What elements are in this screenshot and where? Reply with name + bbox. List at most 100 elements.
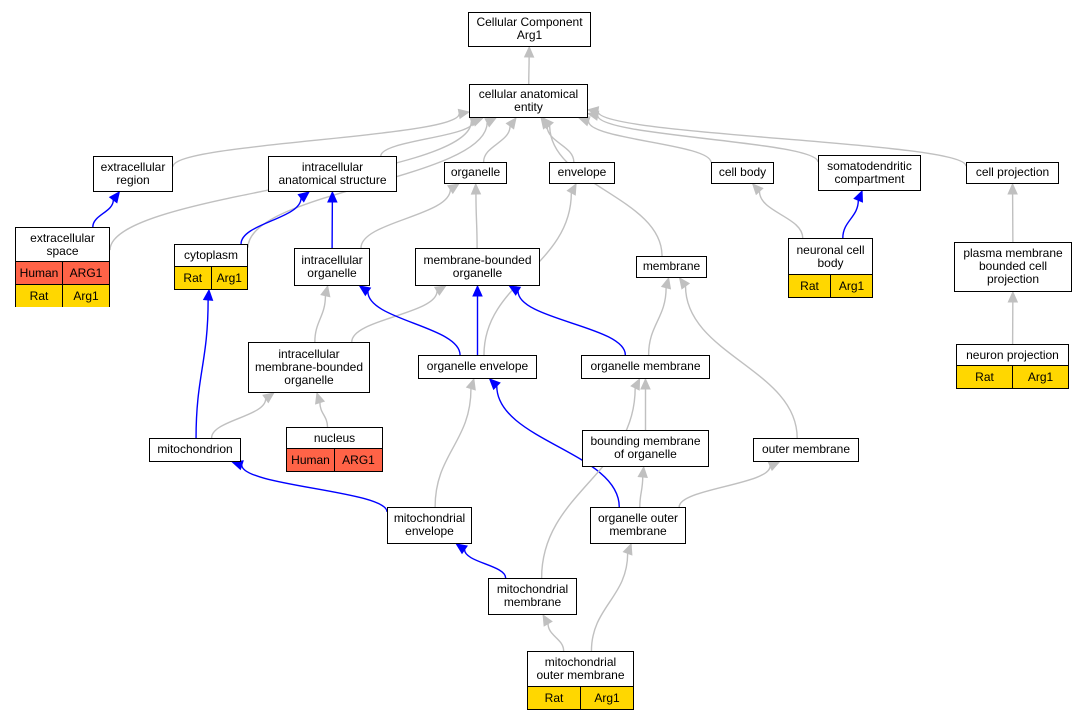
node-label: cytoplasm bbox=[183, 248, 239, 262]
species-cell: Human bbox=[291, 452, 330, 467]
node-label: extracellular space bbox=[30, 230, 95, 258]
node-plasma-membrane-bounded-cell-projection[interactable]: plasma membrane bounded cell projection bbox=[954, 242, 1072, 292]
edge-organelle-outer-membrane-to-bounding-membrane-of-organelle bbox=[639, 476, 644, 508]
node-label: intracellular anatomical structure bbox=[278, 159, 387, 187]
species-cell: Rat bbox=[183, 270, 203, 285]
edge-outer-membrane-to-membrane bbox=[684, 286, 798, 439]
node-organelle-envelope[interactable]: organelle envelope bbox=[418, 355, 537, 379]
arrowhead bbox=[640, 377, 651, 390]
edge-membrane-bounded-organelle-to-organelle bbox=[475, 193, 478, 249]
node-cae[interactable]: cellular anatomical entity bbox=[469, 84, 588, 118]
arrowhead bbox=[1007, 182, 1018, 195]
node-cell-body[interactable]: cell body bbox=[711, 162, 774, 184]
edge-organelle-outer-membrane-to-outer-membrane bbox=[678, 465, 771, 508]
node-label: Cellular Component Arg1 bbox=[476, 15, 583, 42]
arrowhead bbox=[678, 277, 691, 290]
edge-cell-projection-to-cae bbox=[597, 110, 967, 167]
edge-mitochondrial-membrane-to-organelle-membrane bbox=[540, 387, 636, 579]
species-cell: Rat bbox=[544, 690, 564, 705]
node-envelope[interactable]: envelope bbox=[549, 162, 615, 184]
node-organelle-outer-membrane[interactable]: organelle outer membrane bbox=[590, 507, 686, 544]
node-organelle[interactable]: organelle bbox=[444, 162, 507, 184]
node-mitochondrion[interactable]: mitochondrion bbox=[149, 438, 241, 462]
edge-mitochondrial-membrane-to-mitochondrial-envelope bbox=[463, 549, 507, 579]
arrowhead bbox=[231, 460, 244, 471]
node-root[interactable]: Cellular Component Arg1 bbox=[468, 12, 591, 47]
edge-mitochondrion-to-intracellular-membrane-bounded-organelle bbox=[210, 398, 267, 439]
node-somatodendritic-compartment[interactable]: somatodendritic compartment bbox=[818, 155, 921, 191]
node-outer-membrane[interactable]: outer membrane bbox=[753, 438, 859, 462]
edge-mitochondrial-outer-membrane-to-mitochondrial-membrane bbox=[547, 623, 565, 652]
edge-somatodendritic-compartment-to-cae bbox=[597, 115, 819, 163]
node-label: bounding membrane of organelle bbox=[590, 434, 701, 461]
arrowhead bbox=[542, 117, 554, 130]
edge-intracellular-organelle-to-organelle bbox=[360, 189, 452, 249]
arrowhead bbox=[472, 284, 483, 297]
node-mitochondrial-membrane[interactable]: mitochondrial membrane bbox=[488, 578, 577, 615]
gene-cell: ARG1 bbox=[62, 262, 109, 284]
node-intracellular-membrane-bounded-organelle[interactable]: intracellular membrane-bounded organelle bbox=[248, 342, 370, 393]
node-membrane-bounded-organelle[interactable]: membrane-bounded organelle bbox=[415, 248, 540, 286]
edge-cell-body-to-cae bbox=[587, 120, 712, 163]
node-label: intracellular organelle bbox=[301, 252, 363, 280]
node-label: cellular anatomical entity bbox=[478, 86, 579, 114]
node-extracellular-region[interactable]: extracellular region bbox=[93, 156, 173, 192]
edge-nucleus-to-intracellular-membrane-bounded-organelle bbox=[319, 402, 329, 428]
node-membrane[interactable]: membrane bbox=[636, 256, 707, 278]
gene-cell: Arg1 bbox=[62, 285, 109, 307]
node-label: organelle bbox=[450, 165, 501, 179]
node-organelle-membrane[interactable]: organelle membrane bbox=[581, 355, 710, 379]
edge-mitochondrial-outer-membrane-to-organelle-outer-membrane bbox=[590, 553, 629, 652]
node-label: membrane-bounded organelle bbox=[423, 252, 532, 280]
arrowhead bbox=[297, 191, 310, 203]
arrowhead bbox=[465, 377, 476, 391]
species-cell: Rat bbox=[800, 278, 819, 293]
arrowhead bbox=[457, 108, 471, 120]
node-label: organelle membrane bbox=[590, 359, 701, 373]
edge-cytoplasm-to-intracellular-anatomical-structure bbox=[240, 197, 302, 245]
node-label: mitochondrion bbox=[157, 442, 233, 456]
edge-mitochondrion-to-cytoplasm bbox=[195, 299, 209, 439]
node-cell-projection[interactable]: cell projection bbox=[966, 162, 1059, 184]
node-label: mitochondrial envelope bbox=[393, 511, 466, 538]
node-mitochondrial-envelope[interactable]: mitochondrial envelope bbox=[387, 507, 472, 544]
arrowhead bbox=[1007, 290, 1019, 303]
arrowhead bbox=[315, 391, 326, 405]
species-cell: Rat bbox=[975, 369, 994, 384]
arrowhead bbox=[542, 613, 553, 627]
edge-mitochondrial-envelope-to-organelle-envelope bbox=[434, 388, 472, 508]
arrowhead bbox=[108, 191, 121, 204]
gene-cell: Arg1 bbox=[830, 275, 872, 297]
arrowhead bbox=[630, 377, 641, 391]
arrowhead bbox=[660, 276, 672, 290]
arrowhead bbox=[320, 284, 331, 298]
arrowhead bbox=[505, 117, 517, 130]
arrowhead bbox=[586, 106, 600, 117]
node-label: extracellular region bbox=[100, 159, 166, 187]
node-intracellular-anatomical-structure[interactable]: intracellular anatomical structure bbox=[268, 156, 397, 192]
gene-cell: ARG1 bbox=[334, 449, 382, 471]
arrowhead bbox=[455, 543, 468, 555]
node-label: neuronal cell body bbox=[796, 242, 865, 270]
species-cell: Human bbox=[19, 265, 59, 280]
node-label: outer membrane bbox=[761, 442, 851, 456]
arrowhead bbox=[470, 182, 482, 195]
node-label: plasma membrane bounded cell projection bbox=[963, 246, 1063, 286]
arrowhead bbox=[751, 183, 764, 196]
node-label: organelle envelope bbox=[426, 359, 529, 373]
edge-organelle-outer-membrane-to-organelle-envelope bbox=[496, 386, 620, 508]
node-bounding-membrane-of-organelle[interactable]: bounding membrane of organelle bbox=[582, 430, 709, 467]
annotation-row: Human ARG1 bbox=[287, 448, 382, 471]
node-intracellular-organelle[interactable]: intracellular organelle bbox=[294, 248, 370, 286]
